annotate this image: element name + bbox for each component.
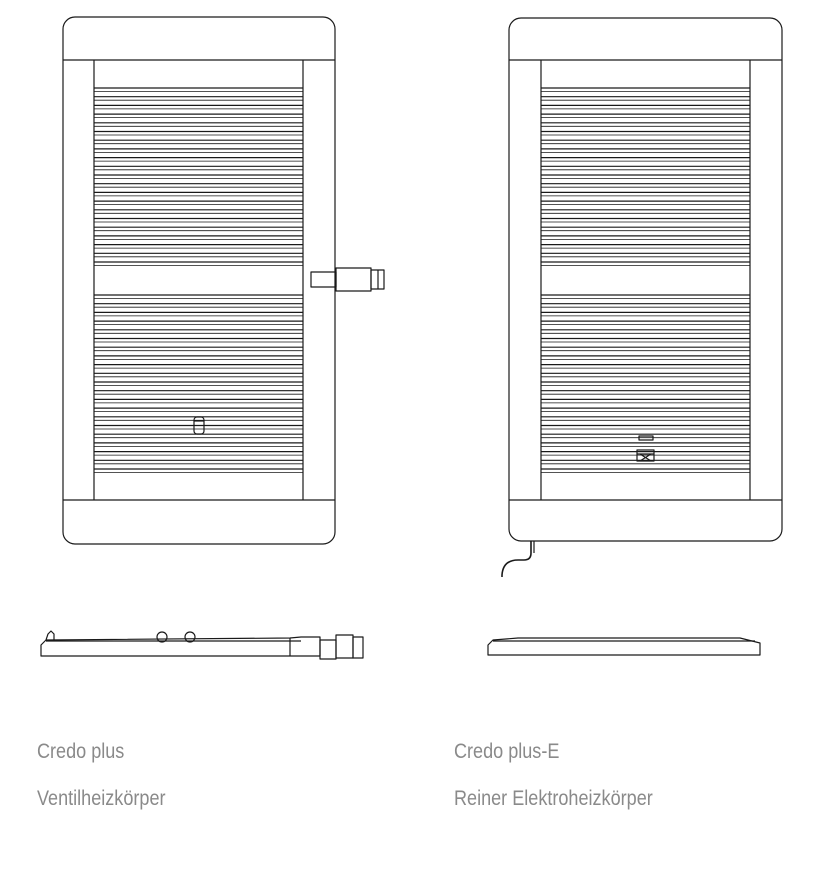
valve-knob-left: [45, 630, 55, 641]
product-name-credo-plus-e: Credo plus-E: [454, 740, 560, 763]
product-name-credo-plus: Credo plus: [37, 740, 125, 763]
valve-knob: [184, 631, 196, 643]
center-fitting: [193, 416, 205, 435]
radiator-front-view-left: [62, 16, 385, 545]
tube-bars: [541, 87, 750, 473]
product-type-credo-plus: Ventilheizkörper: [37, 787, 166, 810]
side-body: [40, 636, 321, 657]
radiator-side-view-right: [487, 637, 761, 656]
radiator-frame: [508, 17, 783, 542]
heating-element: [636, 435, 655, 462]
valve-knob: [156, 631, 168, 643]
radiator-frame: [62, 16, 336, 545]
radiator-front-view-right: [501, 17, 783, 577]
side-body: [487, 637, 761, 656]
radiator-side-view-left: [40, 630, 364, 660]
product-type-credo-plus-e: Reiner Elektroheizkörper: [454, 787, 653, 810]
tube-bars: [94, 87, 303, 473]
valve-connector: [310, 267, 385, 292]
power-cable-icon: [501, 541, 532, 577]
